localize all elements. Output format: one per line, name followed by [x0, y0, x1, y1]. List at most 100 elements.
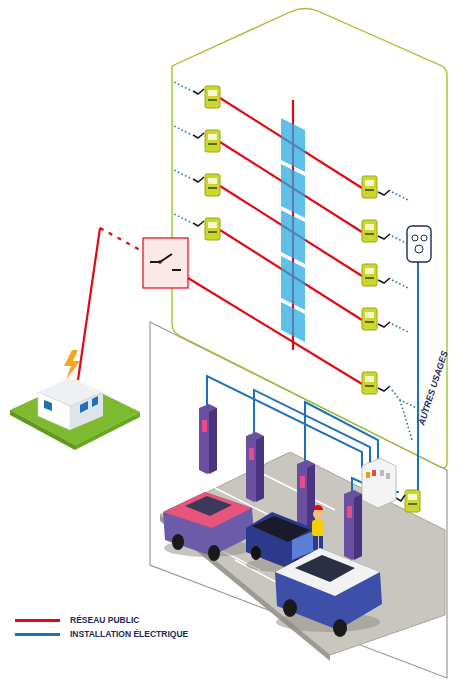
meter-set-part — [205, 86, 220, 108]
dotted-feeders-part — [174, 82, 190, 90]
white-car-part — [275, 548, 382, 630]
meter-set-part — [362, 372, 377, 394]
distribution-panel-part — [386, 473, 390, 479]
white-car — [275, 548, 382, 637]
switch-symbols-part — [378, 386, 390, 391]
white-car-part — [295, 555, 355, 582]
building-outline — [172, 9, 447, 468]
dotted-feeders — [174, 82, 425, 440]
building-outline-part — [172, 9, 447, 468]
dotted-feeders-part — [400, 400, 412, 440]
switch-symbols-part — [378, 190, 390, 195]
parking-enclosure — [150, 322, 447, 678]
pink-car-part — [185, 496, 232, 516]
dotted-feeders-part — [174, 170, 190, 178]
parking-enclosure-part — [255, 470, 335, 510]
pink-car-part — [163, 492, 254, 556]
dotted-feeders-part — [392, 324, 410, 333]
charging-stations-part-part — [246, 432, 264, 502]
pink-car-part — [208, 545, 220, 561]
installation-wiring-part — [305, 402, 378, 468]
switch-symbols-part — [193, 89, 204, 94]
person-part — [312, 520, 324, 536]
public-network — [78, 98, 362, 384]
charging-stations-part — [246, 432, 264, 502]
charging-stations-part-part — [347, 506, 352, 518]
riser-column-part — [281, 118, 305, 172]
person-part — [313, 536, 317, 550]
public-network-part — [100, 228, 140, 250]
distribution-panel-part — [372, 470, 376, 476]
white-car-part — [275, 548, 380, 596]
meter-set-part — [205, 174, 220, 196]
charging-stations-part-part — [300, 476, 305, 488]
meter-set-part — [362, 264, 377, 286]
charging-stations-part-part — [344, 490, 362, 560]
charging-stations-part-part — [307, 464, 315, 530]
meter-set-part — [205, 218, 220, 240]
person-part — [313, 505, 323, 510]
pink-car — [163, 492, 254, 561]
riser-column-part — [281, 256, 305, 310]
charging-stations-part-part — [249, 448, 254, 460]
white-car-part — [333, 619, 347, 637]
installation-wiring — [207, 262, 418, 494]
switch-symbols — [193, 89, 405, 501]
substation-part — [44, 400, 52, 411]
outlet-symbol-part — [415, 245, 423, 253]
dotted-feeders-part — [174, 214, 190, 222]
dotted-feeders-part — [392, 192, 410, 201]
charging-stations-part-part — [202, 420, 207, 432]
outlet-symbol-part — [421, 235, 427, 241]
legend-row: RÉSEAU PUBLIC — [15, 614, 315, 626]
legend-swatch — [15, 619, 60, 622]
person-part — [313, 509, 323, 519]
switch-symbols-part — [193, 221, 204, 226]
public-network-part — [188, 278, 362, 384]
substation — [10, 350, 140, 450]
outlet-symbol-part — [412, 235, 418, 241]
small-car-part — [251, 546, 261, 560]
pink-car-part — [172, 534, 184, 550]
meter-set-part — [362, 308, 377, 330]
charging-stations-part-part — [209, 408, 217, 474]
charging-stations-part-part — [354, 494, 362, 560]
switch-symbols-part — [378, 322, 390, 327]
usage-label: AUTRES USAGES — [416, 350, 449, 427]
dotted-feeders-part — [174, 126, 190, 134]
charging-stations-part-part — [297, 460, 315, 530]
public-network-part — [143, 238, 188, 288]
substation-part — [80, 401, 88, 413]
riser-column-part — [281, 164, 305, 218]
parking-enclosure-part — [150, 322, 447, 678]
white-car-part — [283, 599, 297, 617]
switch-symbols-part — [193, 133, 204, 138]
legend-swatch — [15, 633, 60, 636]
substation-part — [70, 392, 103, 430]
charging-stations-part — [297, 460, 315, 530]
charging-stations-part — [344, 490, 362, 560]
meter-set-part — [405, 490, 420, 512]
riser-column-part — [281, 210, 305, 264]
installation-wiring-part — [254, 390, 370, 468]
public-network-part — [78, 228, 100, 380]
switch-symbols-part — [193, 177, 204, 182]
legend-row: INSTALLATION ÉLECTRIQUE — [15, 628, 315, 640]
charging-stations-part-part — [199, 404, 217, 474]
meter-set — [205, 86, 420, 512]
riser-column — [281, 118, 305, 342]
charging-stations-part — [199, 404, 217, 474]
dotted-feeders-part — [392, 280, 410, 289]
person — [312, 505, 324, 550]
legend-text: INSTALLATION ÉLECTRIQUE — [70, 628, 188, 640]
installation-wiring-part — [417, 262, 419, 490]
distribution-panel-part — [380, 470, 384, 476]
outlet-symbol-part — [407, 226, 431, 262]
meter-set-part — [362, 176, 377, 198]
switch-symbols-part — [396, 495, 405, 501]
meter-set-part — [362, 220, 377, 242]
substation-part — [92, 396, 98, 407]
distribution-panel-part — [366, 472, 370, 478]
